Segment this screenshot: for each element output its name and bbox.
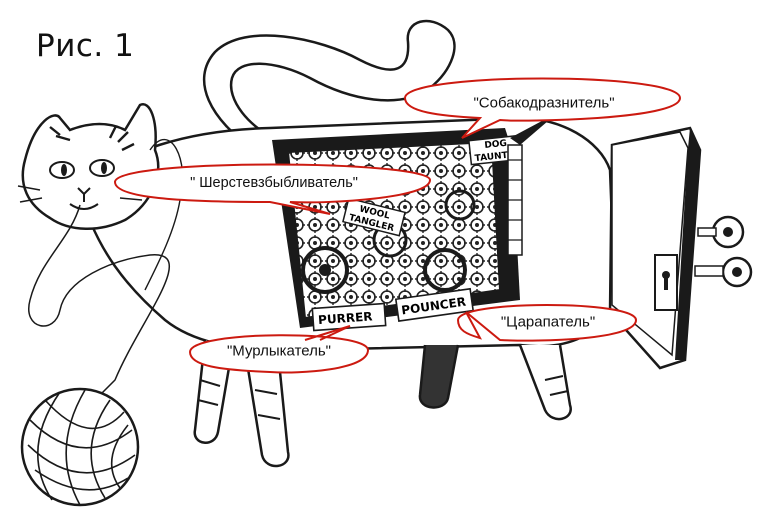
figure-label: Рис. 1 xyxy=(36,28,135,64)
callout-dog-taunter xyxy=(403,77,682,139)
plaque-purrer: PURRER xyxy=(318,309,373,327)
callout-label-dog-taunter: "Собакодразнитель" xyxy=(473,94,615,112)
callout-label-wool-tangler: " Шерстевзбыбливатель" xyxy=(190,175,358,191)
cat-back-leg-left xyxy=(418,344,460,409)
callout-label-scratcher: "Царапатель" xyxy=(500,313,596,331)
callout-purrer xyxy=(188,325,370,374)
cat-tail xyxy=(203,19,456,152)
callout-label-purrer: "Мурлыкатель" xyxy=(226,342,332,360)
body-door xyxy=(507,115,753,370)
yarn-ball xyxy=(20,387,140,507)
cat-back-leg-right xyxy=(518,344,572,421)
plaque-dog: DOG xyxy=(484,139,507,151)
callout-wool-tangler xyxy=(113,163,432,215)
callout-scratcher xyxy=(456,304,638,342)
yarn-string xyxy=(28,204,171,401)
cat-front-leg-right xyxy=(243,349,290,468)
